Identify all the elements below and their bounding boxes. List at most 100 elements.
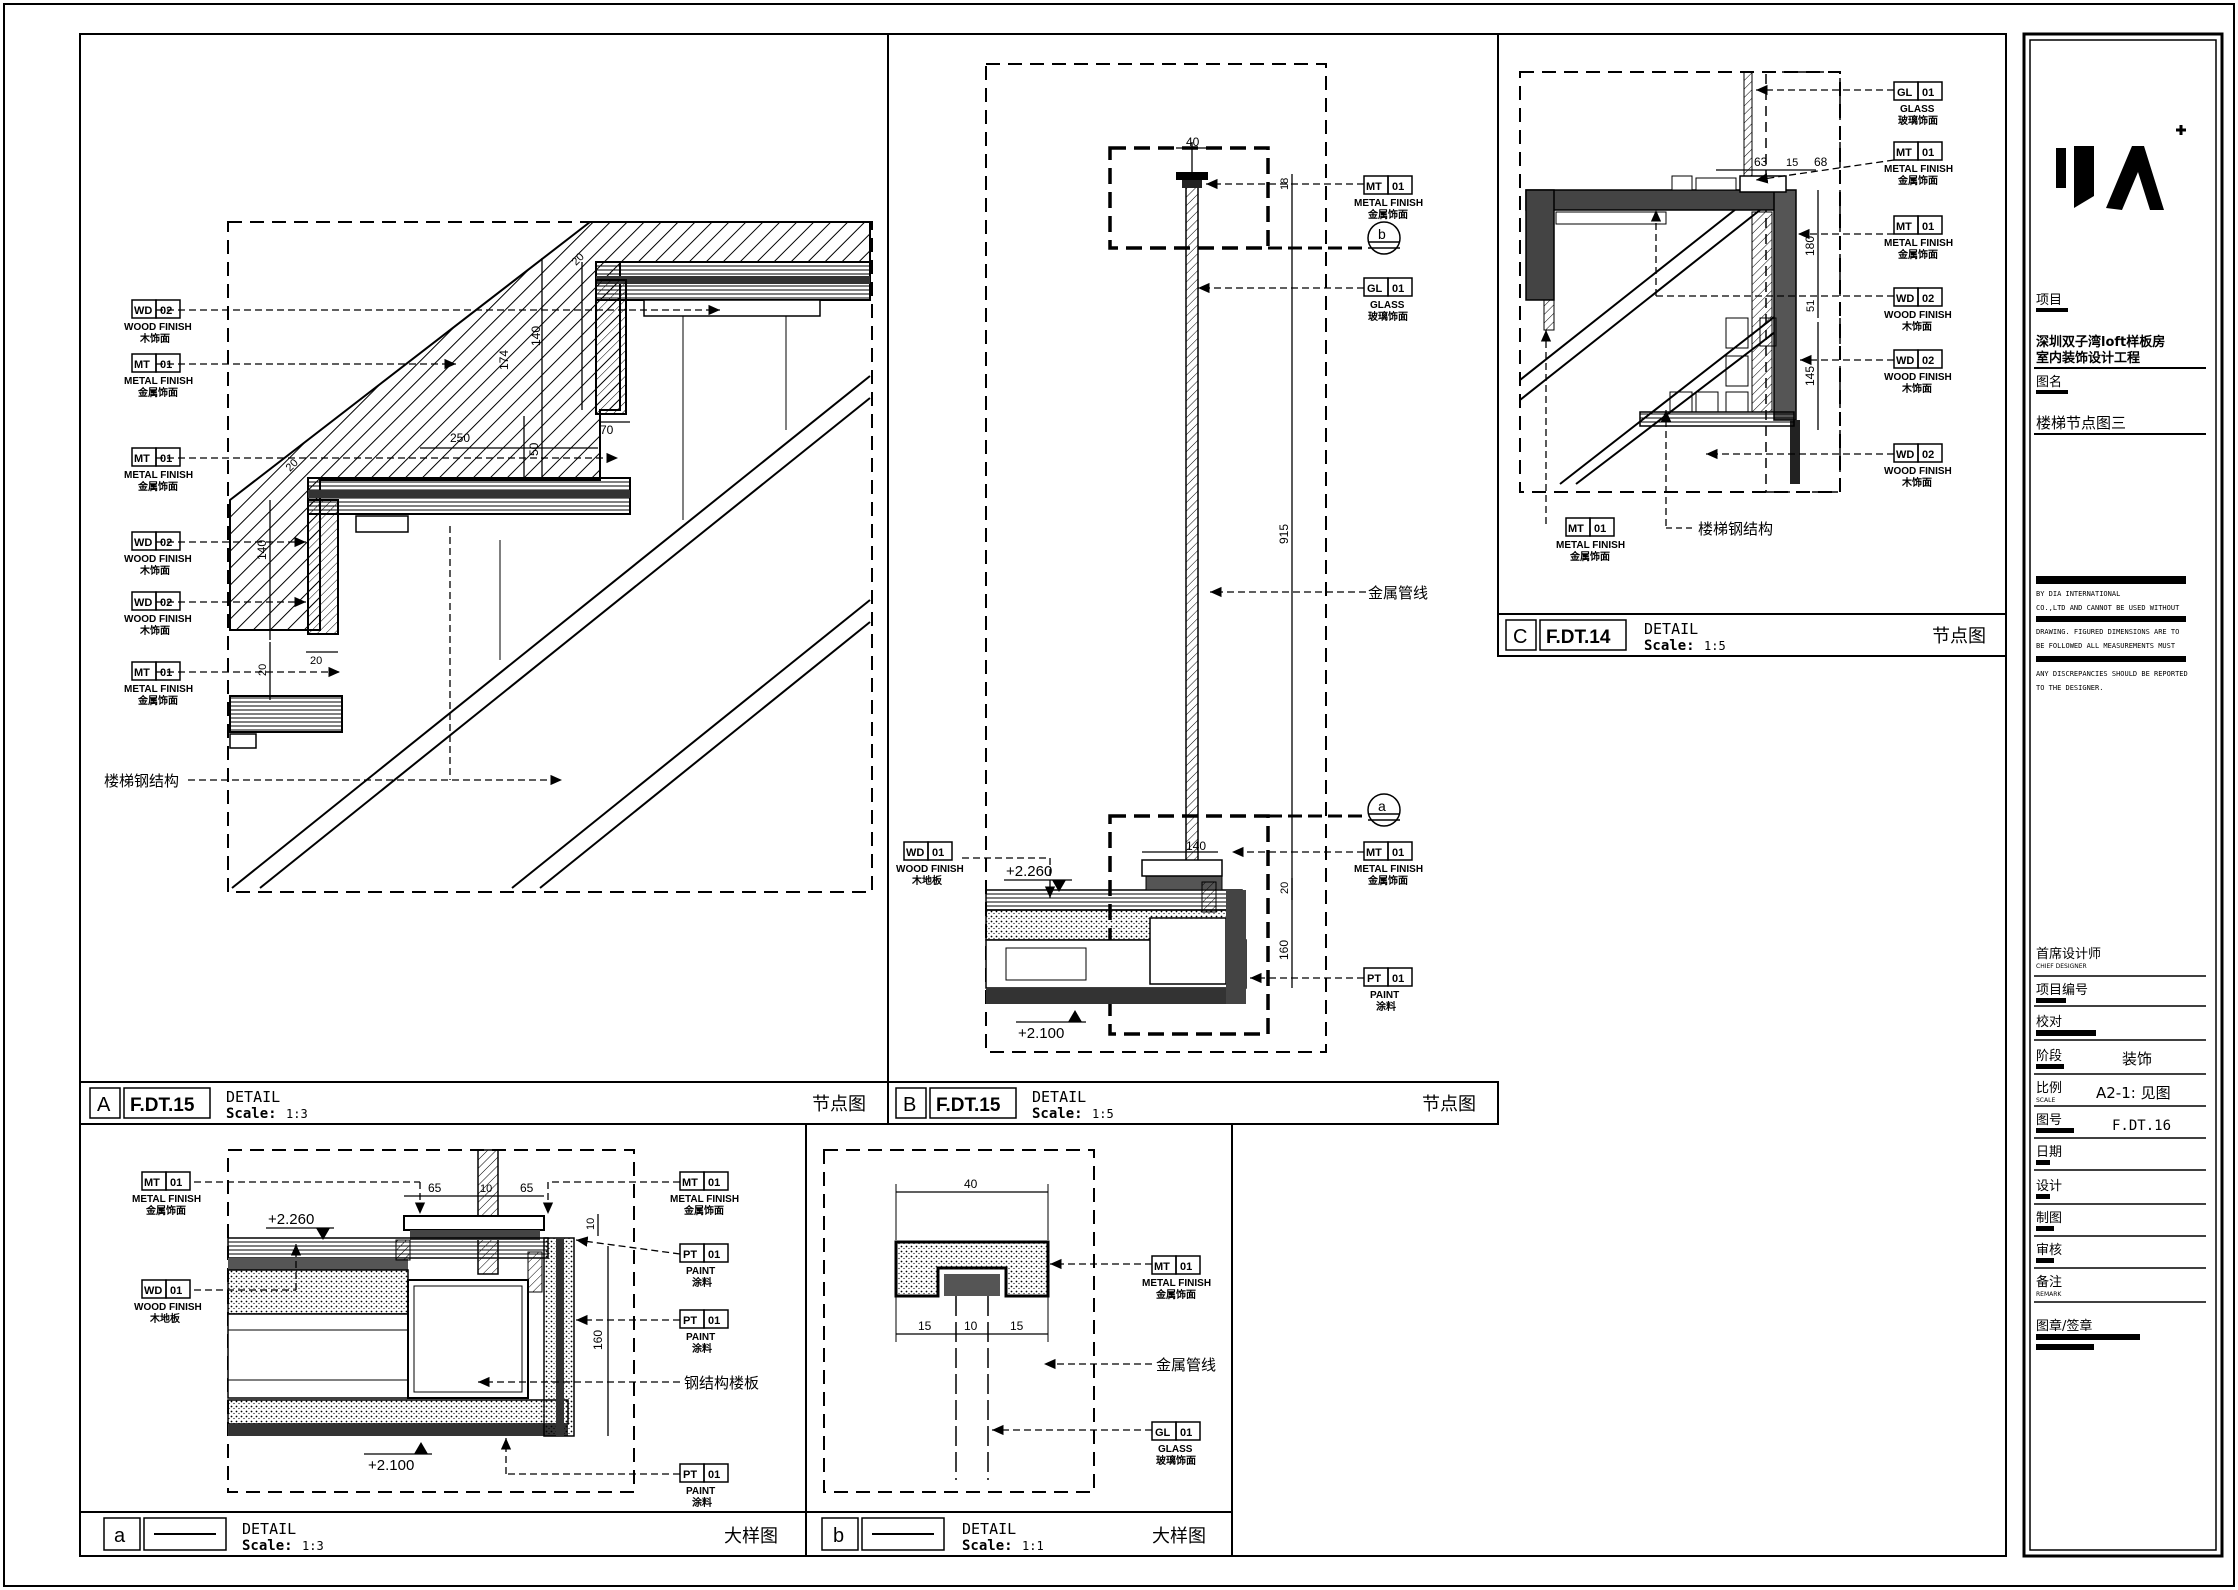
svg-text:01: 01: [708, 1177, 720, 1189]
svg-text:GL: GL: [1897, 87, 1913, 99]
svg-text:01: 01: [1392, 973, 1404, 985]
svg-text:METAL FINISH: METAL FINISH: [124, 470, 193, 481]
svg-text:PAINT: PAINT: [1370, 990, 1399, 1001]
svg-text:01: 01: [1922, 221, 1934, 233]
svg-text:GLASS: GLASS: [1158, 1444, 1193, 1455]
svg-text:WOOD FINISH: WOOD FINISH: [1884, 466, 1952, 477]
svg-text:木饰面: 木饰面: [1901, 476, 1932, 489]
svg-text:01: 01: [160, 359, 172, 371]
note-line3: DRAWING. FIGURED DIMENSIONS ARE TO: [2036, 628, 2179, 636]
row-scale-label: 比例: [2036, 1081, 2062, 1096]
svg-text:MT: MT: [1896, 221, 1912, 233]
detail-c-tag-wd02b: WD 02 WOOD FINISH 木饰面: [1884, 349, 1952, 395]
svg-text:METAL FINISH: METAL FINISH: [1142, 1278, 1211, 1289]
svg-text:WOOD FINISH: WOOD FINISH: [134, 1302, 202, 1313]
detail-c-tag-mt01: MT 01 METAL FINISH 金属饰面: [1884, 141, 1953, 187]
svg-text:PT: PT: [683, 1469, 697, 1481]
title-block: DIA 项目 深圳双子湾loft样板房 室内装饰设计工程 图名 楼梯节点图三 B…: [2022, 32, 2224, 1558]
detail-b-dim-915: 915: [1277, 524, 1291, 544]
detail-a-tag-mt01c: MT 01 METAL FINISH 金属饰面: [124, 661, 193, 707]
callout-b: b: [1378, 226, 1386, 242]
note-line5: ANY DISCREPANCIES SHOULD BE REPORTED: [2036, 670, 2188, 678]
detail-a-dim-174: 174: [497, 350, 511, 370]
svg-text:GL: GL: [1155, 1427, 1171, 1439]
row-scale-value: A2-1: 见图: [2096, 1084, 2171, 1102]
detail-small-a-level-lower: +2.100: [368, 1457, 414, 1474]
svg-text:金属饰面: 金属饰面: [683, 1204, 724, 1217]
svg-text:MT: MT: [134, 453, 150, 465]
detail-b-note-metal-wire: 金属管线: [1368, 584, 1428, 602]
detail-a-dim-250: 250: [450, 431, 470, 445]
svg-text:木地板: 木地板: [149, 1312, 181, 1325]
detail-a-dim-70: 70: [600, 423, 614, 437]
svg-text:涂料: 涂料: [692, 1276, 712, 1289]
detail-a-tag-wd02b: WD 02 WOOD FINISH 木饰面: [124, 531, 192, 577]
row-date-label: 日期: [2036, 1145, 2062, 1160]
detail-c-dim-15: 15: [1786, 157, 1798, 169]
svg-text:金属饰面: 金属饰面: [1155, 1288, 1196, 1301]
svg-text:涂料: 涂料: [1376, 1000, 1396, 1013]
svg-text:涂料: 涂料: [692, 1342, 712, 1355]
row-check-label: 校对: [2036, 1014, 2062, 1030]
detail-a-dim-140: 140: [529, 326, 543, 346]
svg-text:木饰面: 木饰面: [139, 624, 170, 637]
detail-small-b-title-bar: b DETAIL Scale: 1:1 大样图: [805, 1511, 1233, 1557]
detail-c-scale-label: Scale:: [1644, 638, 1695, 654]
detail-small-a-scale-label: Scale:: [242, 1538, 293, 1554]
detail-c-tag-wd02c: WD 02 WOOD FINISH 木饰面: [1884, 443, 1952, 489]
detail-c-tag-mt01c: MT 01 METAL FINISH 金属饰面: [1556, 517, 1625, 563]
detail-small-b-dim-15: 15: [918, 1319, 932, 1333]
svg-text:WD: WD: [144, 1285, 162, 1297]
project-name-line1: 深圳双子湾loft样板房: [2036, 334, 2165, 350]
detail-small-a-tag-mt01b: MT 01 METAL FINISH 金属饰面: [670, 1171, 739, 1217]
row-project-no-label: 项目编号: [2036, 983, 2088, 998]
detail-small-b-letter: b: [833, 1525, 844, 1547]
svg-text:GLASS: GLASS: [1370, 300, 1405, 311]
detail-small-a-name: 大样图: [724, 1526, 778, 1547]
detail-c-dim-63: 63: [1754, 155, 1768, 169]
svg-text:PT: PT: [683, 1249, 697, 1261]
detail-small-b-dim-40: 40: [964, 1177, 978, 1191]
detail-small-a-scale: 1:3: [302, 1539, 324, 1553]
detail-c-letter: C: [1513, 626, 1527, 648]
svg-text:MT: MT: [134, 359, 150, 371]
detail-small-a-word: DETAIL: [242, 1520, 296, 1538]
detail-small-a-tag-wd01: WD 01 WOOD FINISH 木地板: [134, 1279, 202, 1325]
svg-text:MT: MT: [1896, 147, 1912, 159]
note-line6: TO THE DESIGNER.: [2036, 684, 2103, 692]
detail-b-tag-mt01: MT 01 METAL FINISH 金属饰面: [1354, 175, 1423, 221]
row-chief-designer-sub: CHIEF DESIGNER: [2036, 963, 2087, 970]
detail-small-b-scale-label: Scale:: [962, 1538, 1013, 1554]
svg-text:木地板: 木地板: [911, 874, 943, 887]
svg-text:METAL FINISH: METAL FINISH: [124, 376, 193, 387]
detail-b-ref: F.DT.15: [936, 1095, 1001, 1116]
detail-a-scale: 1:3: [286, 1107, 308, 1121]
detail-c-name: 节点图: [1932, 626, 1986, 647]
svg-text:MT: MT: [682, 1177, 698, 1189]
svg-text:01: 01: [708, 1249, 720, 1261]
svg-text:01: 01: [1392, 181, 1404, 193]
detail-c-ref: F.DT.14: [1546, 627, 1611, 648]
svg-text:PT: PT: [683, 1315, 697, 1327]
detail-small-a-letter: a: [114, 1525, 126, 1547]
detail-a-name: 节点图: [812, 1094, 866, 1115]
detail-b-tag-wd01: WD 01 WOOD FINISH 木地板: [896, 841, 964, 887]
detail-c-scale: 1:5: [1704, 639, 1726, 653]
svg-text:METAL FINISH: METAL FINISH: [1354, 864, 1423, 875]
row-remark-label: 备注: [2036, 1274, 2062, 1290]
svg-text:01: 01: [708, 1315, 720, 1327]
detail-c-dim-145: 145: [1803, 366, 1817, 386]
svg-text:WOOD FINISH: WOOD FINISH: [124, 614, 192, 625]
svg-text:PAINT: PAINT: [686, 1332, 715, 1343]
detail-small-b-scale: 1:1: [1022, 1539, 1044, 1553]
row-scale-sub: SCALE: [2036, 1097, 2055, 1104]
detail-small-a-drawing: 65 10 65 10 160 +2.260 +2.100: [194, 1149, 681, 1493]
outer-border: [3, 3, 2235, 1587]
svg-text:WD: WD: [1896, 449, 1914, 461]
detail-c-word: DETAIL: [1644, 620, 1698, 638]
svg-text:MT: MT: [1366, 847, 1382, 859]
project-name-line2: 室内装饰设计工程: [2036, 350, 2140, 366]
detail-small-b-note-metal-wire: 金属管线: [1156, 1356, 1216, 1374]
detail-b-dim-140: 140: [1186, 839, 1206, 853]
detail-a-dim-20c: 20: [310, 655, 322, 667]
